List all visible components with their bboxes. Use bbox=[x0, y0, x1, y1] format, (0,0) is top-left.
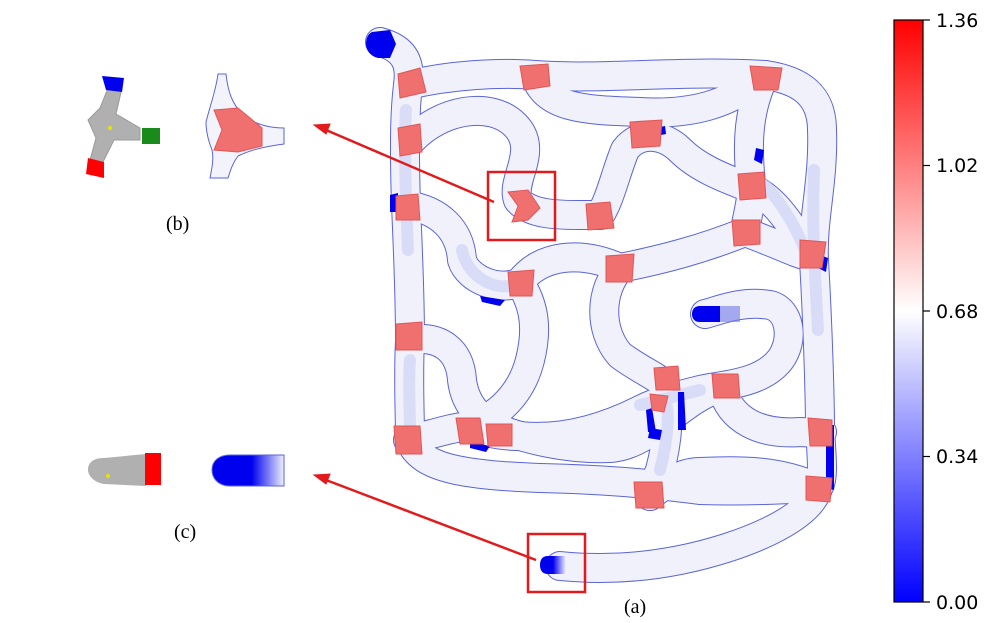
highlight-box-endpoint bbox=[526, 532, 587, 594]
caption-c: (c) bbox=[174, 521, 196, 543]
endpoint-red bbox=[145, 453, 161, 485]
colored-junction bbox=[205, 73, 285, 179]
branch-blue bbox=[102, 76, 124, 92]
endpoint-marker bbox=[106, 474, 110, 478]
colorbar-gradient bbox=[893, 19, 924, 603]
colored-endpoint bbox=[211, 454, 285, 487]
center-marker bbox=[108, 126, 112, 130]
vessel-network bbox=[365, 27, 838, 583]
segmented-junction bbox=[86, 76, 160, 178]
arrow-to-c bbox=[312, 473, 537, 562]
colorbar-tick-1-36: 1.36 bbox=[936, 10, 978, 32]
endpoint-tips bbox=[366, 30, 740, 574]
junctions bbox=[393, 63, 833, 509]
boxed-junction bbox=[507, 189, 541, 223]
colorbar-tick-0-00: 0.00 bbox=[936, 592, 978, 614]
panel-a: (a) bbox=[312, 27, 838, 618]
colorbar-tick-0-34: 0.34 bbox=[936, 446, 978, 468]
panel-c: (c) bbox=[88, 453, 285, 543]
highlight-box-junction bbox=[486, 170, 557, 242]
caption-b: (b) bbox=[166, 213, 189, 235]
caption-a: (a) bbox=[624, 596, 646, 618]
panel-b: (b) bbox=[86, 73, 285, 235]
colorbar-tick-1-02: 1.02 bbox=[936, 155, 978, 177]
segmented-endpoint bbox=[88, 453, 161, 486]
branch-green bbox=[142, 128, 160, 144]
colorbar-tick-0-68: 0.68 bbox=[936, 301, 978, 323]
colorbar: 1.36 1.02 0.68 0.34 0.00 bbox=[893, 10, 978, 614]
arrow-to-b bbox=[312, 123, 495, 204]
branch-red bbox=[86, 158, 104, 178]
